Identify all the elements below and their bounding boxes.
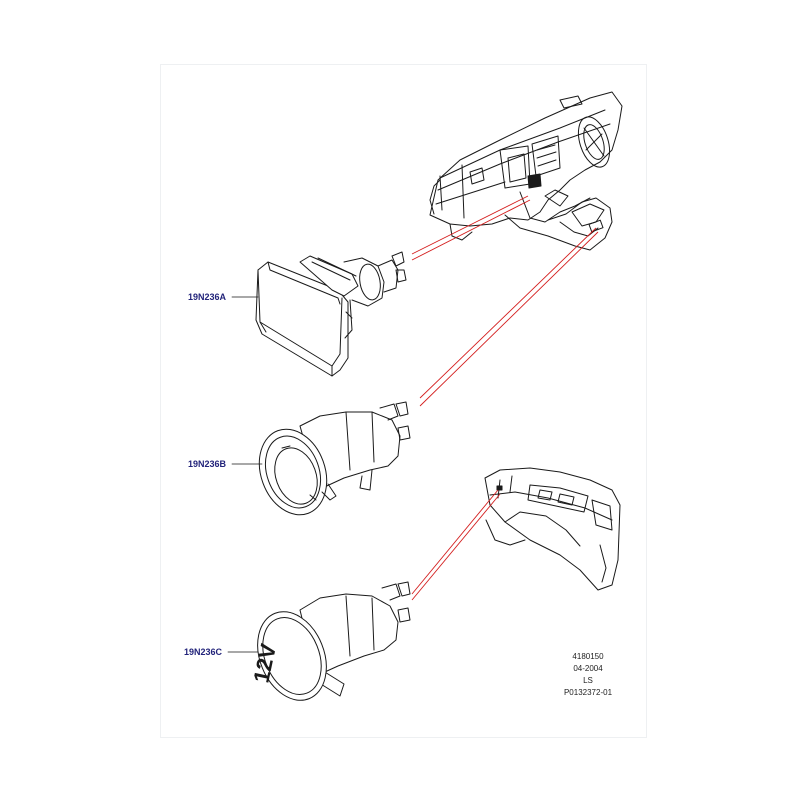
reference-date: 04-2004 xyxy=(573,664,603,673)
location-leader-lines xyxy=(411,195,599,601)
socket-19n236b xyxy=(258,401,411,516)
socket-19n236c xyxy=(257,581,411,701)
callout-19n236c: 19N236C xyxy=(184,647,223,657)
socket-19n236a xyxy=(255,251,407,377)
drawing-reference-block: 4180150 04-2004 LS P0132372-01 xyxy=(548,651,628,699)
drawing-sheet xyxy=(160,64,647,738)
reference-part: P0132372-01 xyxy=(563,688,613,697)
reference-number: 4180150 xyxy=(572,652,604,661)
callout-19n236b: 19N236B xyxy=(188,459,227,469)
reference-code: LS xyxy=(583,676,593,685)
trim-panel-view xyxy=(484,467,621,591)
dashboard-view xyxy=(429,91,623,251)
callout-19n236a: 19N236A xyxy=(188,292,227,302)
